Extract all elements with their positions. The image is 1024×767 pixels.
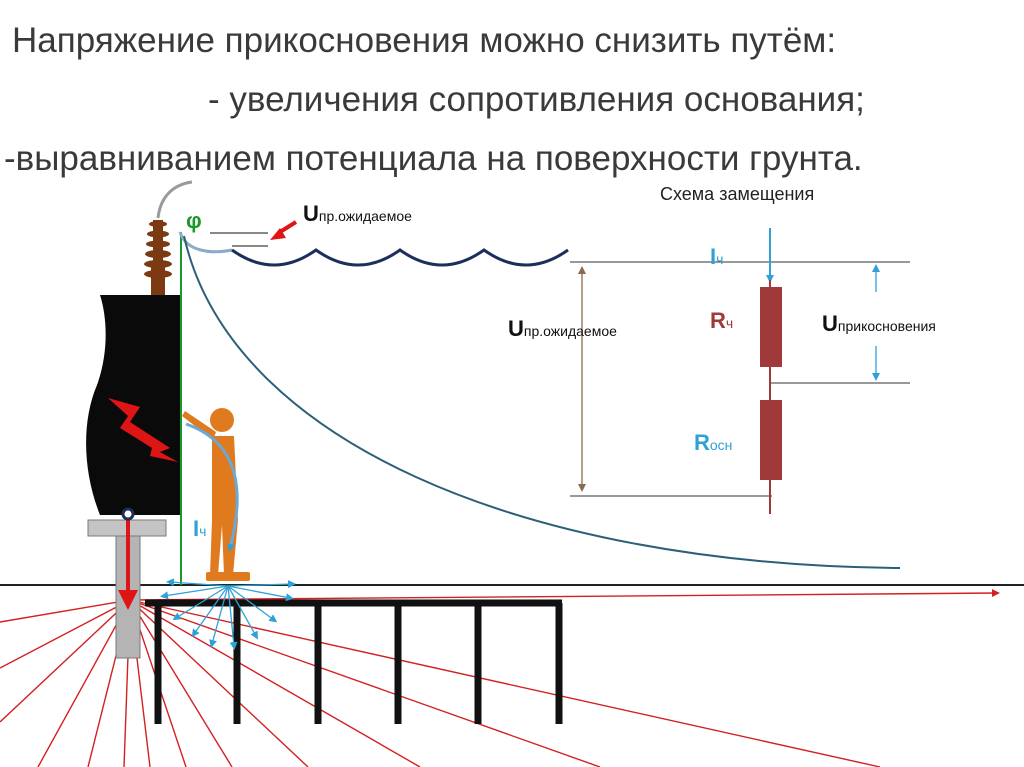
resistor-base — [760, 400, 782, 480]
lightning-bolt-icon — [108, 398, 178, 462]
conductor-arc — [156, 180, 193, 219]
phi-label: φ — [186, 208, 202, 233]
transformer-body — [86, 295, 182, 515]
potential-curve — [183, 235, 901, 569]
body-current-path — [185, 422, 239, 552]
transformer — [86, 180, 193, 659]
connection-node — [121, 507, 135, 521]
person-figure — [182, 408, 250, 581]
scheme-u-touch-label: Uприкосновения — [822, 311, 936, 336]
scheme-reference-lines — [570, 261, 910, 497]
drawing-i-label: Iч — [193, 516, 206, 541]
pointer-arrow-head — [270, 228, 286, 240]
potential-dip — [178, 231, 233, 254]
scheme-title: Схема замещения — [660, 184, 814, 204]
scheme-r-body-label: Rч — [710, 308, 733, 333]
grounding-grid — [145, 599, 563, 724]
heading-line-3: -выравниванием потенциала на поверхности… — [4, 139, 863, 178]
insulator-bushing — [144, 220, 172, 295]
fault-current-arrow-head — [118, 590, 138, 610]
scheme-i-label: Iч — [710, 244, 723, 269]
heading-line-1: Напряжение прикосновения можно снизить п… — [12, 21, 836, 60]
ground-current-rays — [0, 589, 1000, 767]
wave-wire — [231, 248, 569, 267]
scheme-u-expected-label: Uпр.ожидаемое — [508, 316, 617, 341]
drawing-u-expected-label: Uпр.ожидаемое — [303, 201, 412, 226]
pointer-arrow-shaft — [278, 220, 298, 234]
resistor-body — [760, 287, 782, 367]
heading-line-2: - увеличения сопротивления основания; — [208, 80, 865, 119]
feet-current-spread — [160, 578, 296, 650]
scheme-r-base-label: Rосн — [694, 430, 732, 455]
